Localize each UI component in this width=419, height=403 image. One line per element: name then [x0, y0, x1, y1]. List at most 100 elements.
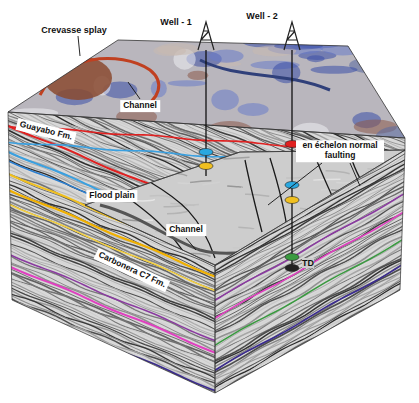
depth-marker: TD	[302, 258, 314, 268]
slice-speckle	[390, 259, 413, 261]
horizon-marker	[285, 265, 299, 272]
seismic-reflector	[210, 391, 410, 403]
slice-speckle	[238, 227, 254, 229]
leader-line	[78, 36, 80, 56]
seismic-reflector	[0, 0, 410, 157]
slice-speckle	[339, 189, 356, 191]
seismic-reflector	[0, 278, 410, 403]
amplitude-blob	[310, 66, 357, 74]
seismic-reflector	[210, 343, 410, 403]
seismic-reflector	[210, 338, 410, 403]
horizon-line	[215, 238, 405, 345]
leader-line	[350, 163, 360, 186]
seismic-reflector	[0, 0, 410, 163]
seismic-reflector	[0, 398, 410, 403]
slice-speckle	[192, 264, 209, 266]
slice-speckle	[347, 232, 369, 234]
leader-line	[268, 163, 322, 205]
seismic-reflector	[0, 0, 410, 133]
callout-text: Well - 2	[246, 11, 277, 21]
slice-speckle	[227, 186, 242, 187]
seismic-reflector	[210, 357, 410, 403]
label-box: Flood plain	[86, 190, 137, 202]
seismic-reflector	[0, 298, 410, 403]
face-outline	[85, 150, 405, 265]
slice-speckle	[173, 152, 189, 154]
side-seismic	[0, 0, 410, 403]
right-horizon	[215, 211, 405, 318]
right-horizon	[215, 193, 405, 300]
seismic-reflector	[0, 327, 410, 403]
seismic-reflector	[0, 0, 410, 154]
slice-speckle	[122, 238, 148, 240]
seismic-reflector	[0, 329, 410, 403]
amplitude-blob	[81, 128, 104, 141]
channel-trace	[200, 60, 330, 90]
seismic-reflector	[210, 165, 410, 276]
slice-speckle	[368, 199, 389, 200]
seismic-reflector	[0, 376, 410, 403]
seismic-reflector	[210, 137, 410, 251]
amplitude-blob	[362, 39, 397, 48]
side-horizon	[0, 148, 410, 320]
slice-speckle	[167, 211, 189, 214]
seismic-reflector	[0, 386, 410, 403]
slice-speckle	[367, 168, 386, 170]
seismic-reflector	[210, 371, 410, 403]
seismic-reflector	[0, 360, 410, 403]
seismic-reflector	[210, 402, 410, 403]
seismic-reflector	[210, 296, 410, 403]
seismic-reflector	[210, 260, 410, 374]
slice-speckle	[150, 196, 173, 199]
seismic-reflector	[210, 386, 410, 403]
label-text: en échelon normal faulting	[299, 141, 381, 161]
amplitude-blob	[206, 121, 253, 140]
slice-speckle	[258, 251, 276, 253]
slice-speckle	[89, 227, 112, 229]
seismic-reflector	[0, 346, 410, 403]
slice-speckle	[347, 248, 364, 250]
seismic-reflector	[0, 357, 410, 403]
slice-speckle	[121, 247, 137, 248]
seismic-reflector	[0, 3, 410, 175]
seismic-reflector	[210, 266, 410, 377]
seismic-reflector	[0, 0, 410, 112]
slice-speckle	[166, 160, 193, 161]
slice-speckle	[330, 241, 344, 244]
seismic-reflector	[0, 315, 410, 403]
seismic-reflector	[0, 343, 410, 403]
seismic-reflector	[210, 352, 410, 403]
seismic-reflector	[210, 241, 410, 355]
slice-speckle	[313, 178, 340, 180]
seismic-reflector	[0, 0, 410, 128]
seismic-reflector	[0, 352, 410, 403]
seismic-reflector	[210, 291, 410, 403]
slice-speckle	[404, 252, 419, 254]
seismic-reflector	[210, 367, 410, 403]
seismic-reflector	[210, 349, 410, 403]
callout-text: Well - 1	[160, 17, 191, 27]
seismic-reflector	[210, 323, 410, 403]
horizon-marker	[199, 149, 213, 156]
horizon-line	[0, 122, 410, 294]
seismic-reflector	[210, 256, 410, 366]
seismic-reflector	[0, 375, 410, 403]
seismic-reflector	[0, 32, 410, 203]
amplitude-blob	[238, 103, 269, 116]
slice-speckle	[138, 174, 162, 176]
label-text: Flood plain	[89, 191, 134, 201]
slice-speckle	[126, 250, 142, 252]
label-box: Channel	[120, 100, 160, 112]
slice-speckle	[82, 239, 105, 240]
slice-speckle	[378, 244, 398, 247]
side-horizon	[0, 170, 410, 342]
slice-speckle	[393, 205, 416, 207]
slice-speckle	[202, 182, 219, 185]
slice-speckle	[353, 264, 377, 266]
seismic-reflector	[0, 0, 410, 147]
seismic-reflector	[210, 234, 410, 347]
seismic-reflector	[210, 341, 410, 403]
horizon-line	[0, 148, 410, 320]
slice-speckle	[372, 255, 394, 257]
seismic-reflector	[0, 365, 410, 403]
